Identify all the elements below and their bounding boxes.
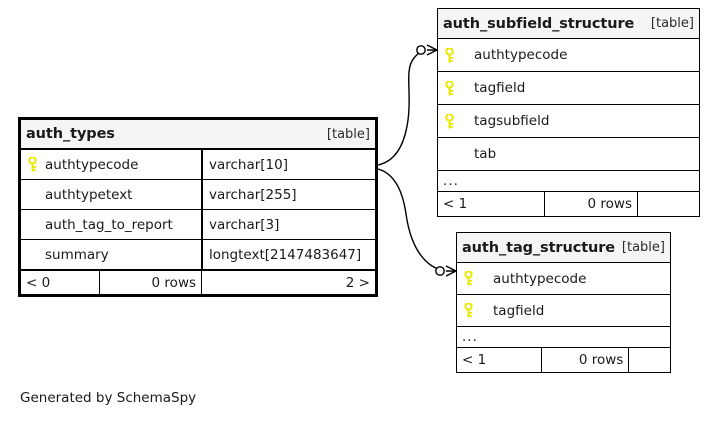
primary-key-icon <box>438 80 460 96</box>
table-auth-subfield-structure[interactable]: auth_subfield_structure [table] authtype… <box>437 8 700 217</box>
column-type: varchar[255] <box>200 180 375 209</box>
key-glyph <box>27 157 37 172</box>
table-footer-auth-types: < 0 0 rows 2 > <box>21 269 375 294</box>
parent-count[interactable]: < 0 <box>26 274 51 291</box>
primary-key-icon <box>438 47 460 63</box>
primary-key-icon <box>21 157 43 172</box>
column-name: authtypetext <box>45 186 133 203</box>
table-row[interactable]: authtypecode <box>438 39 699 72</box>
column-name-cell: summary <box>21 240 201 269</box>
table-row[interactable]: authtypecode <box>457 263 670 295</box>
child-count[interactable]: 2 > <box>201 271 375 294</box>
parent-count[interactable]: < 1 <box>462 352 487 368</box>
table-auth-types[interactable]: auth_types [table] authtypecode varchar[… <box>18 117 378 297</box>
column-name: tagfield <box>474 80 526 96</box>
table-row[interactable]: tagfield <box>457 295 670 327</box>
generated-by-footnote: Generated by SchemaSpy <box>20 390 197 406</box>
column-name-cell: tab <box>438 138 699 170</box>
column-type: varchar[3] <box>200 210 375 239</box>
more-columns-indicator: ... <box>438 171 699 192</box>
table-header-auth-subfield-structure: auth_subfield_structure [table] <box>438 9 699 39</box>
column-name-cell: authtypecode <box>457 263 670 294</box>
column-name: auth_tag_to_report <box>45 216 173 233</box>
column-name-cell: authtypecode <box>438 39 699 71</box>
table-row[interactable]: authtypecode varchar[10] <box>21 150 375 180</box>
key-glyph <box>444 47 454 62</box>
primary-key-icon <box>438 113 460 129</box>
table-row[interactable]: tagfield <box>438 72 699 105</box>
column-name: summary <box>45 246 109 263</box>
column-name: authtypecode <box>474 47 568 63</box>
row-count: 0 rows <box>541 348 628 372</box>
table-title: auth_tag_structure <box>462 239 616 256</box>
column-name: tagsubfield <box>474 113 550 129</box>
key-glyph <box>463 303 473 318</box>
table-auth-tag-structure[interactable]: auth_tag_structure [table] authtypecode <box>456 232 671 373</box>
more-columns-indicator: ... <box>457 327 670 348</box>
key-glyph <box>444 80 454 95</box>
table-kind-label: [table] <box>326 126 370 142</box>
table-kind-label: [table] <box>621 240 665 255</box>
primary-key-icon <box>457 271 479 286</box>
column-name: authtypecode <box>45 156 139 173</box>
table-footer-auth-subfield-structure: < 1 0 rows <box>438 191 699 216</box>
column-name-cell: tagfield <box>438 72 699 104</box>
table-header-auth-types: auth_types [table] <box>21 120 375 150</box>
child-count[interactable] <box>628 348 670 372</box>
column-name-cell: auth_tag_to_report <box>21 210 201 239</box>
column-name-cell: authtypetext <box>21 180 201 209</box>
table-kind-label: [table] <box>650 16 694 31</box>
column-name: tagfield <box>493 302 545 319</box>
column-name: authtypecode <box>493 270 587 287</box>
row-count: 0 rows <box>98 271 201 294</box>
parent-count[interactable]: < 1 <box>443 196 468 212</box>
column-name: tab <box>474 146 497 162</box>
edge-auth-types-auth-subfield-structure <box>377 44 438 166</box>
table-header-auth-tag-structure: auth_tag_structure [table] <box>457 233 670 263</box>
key-glyph <box>463 271 473 286</box>
table-row[interactable]: auth_tag_to_report varchar[3] <box>21 210 375 240</box>
column-name-cell: tagsubfield <box>438 105 699 137</box>
column-type: longtext[2147483647] <box>200 240 375 269</box>
table-row[interactable]: tagsubfield <box>438 105 699 138</box>
table-title: auth_types <box>26 126 115 142</box>
table-footer-auth-tag-structure: < 1 0 rows <box>457 347 670 372</box>
table-row[interactable]: summary longtext[2147483647] <box>21 240 375 270</box>
column-name-cell: tagfield <box>457 295 670 326</box>
key-glyph <box>444 113 454 128</box>
table-row[interactable]: tab <box>438 138 699 171</box>
table-row[interactable]: authtypetext varchar[255] <box>21 180 375 210</box>
column-type: varchar[10] <box>200 150 375 179</box>
primary-key-icon <box>457 303 479 318</box>
table-title: auth_subfield_structure <box>443 15 635 32</box>
column-name-cell: authtypecode <box>21 150 201 179</box>
row-count: 0 rows <box>544 192 637 216</box>
child-count[interactable] <box>637 192 699 216</box>
